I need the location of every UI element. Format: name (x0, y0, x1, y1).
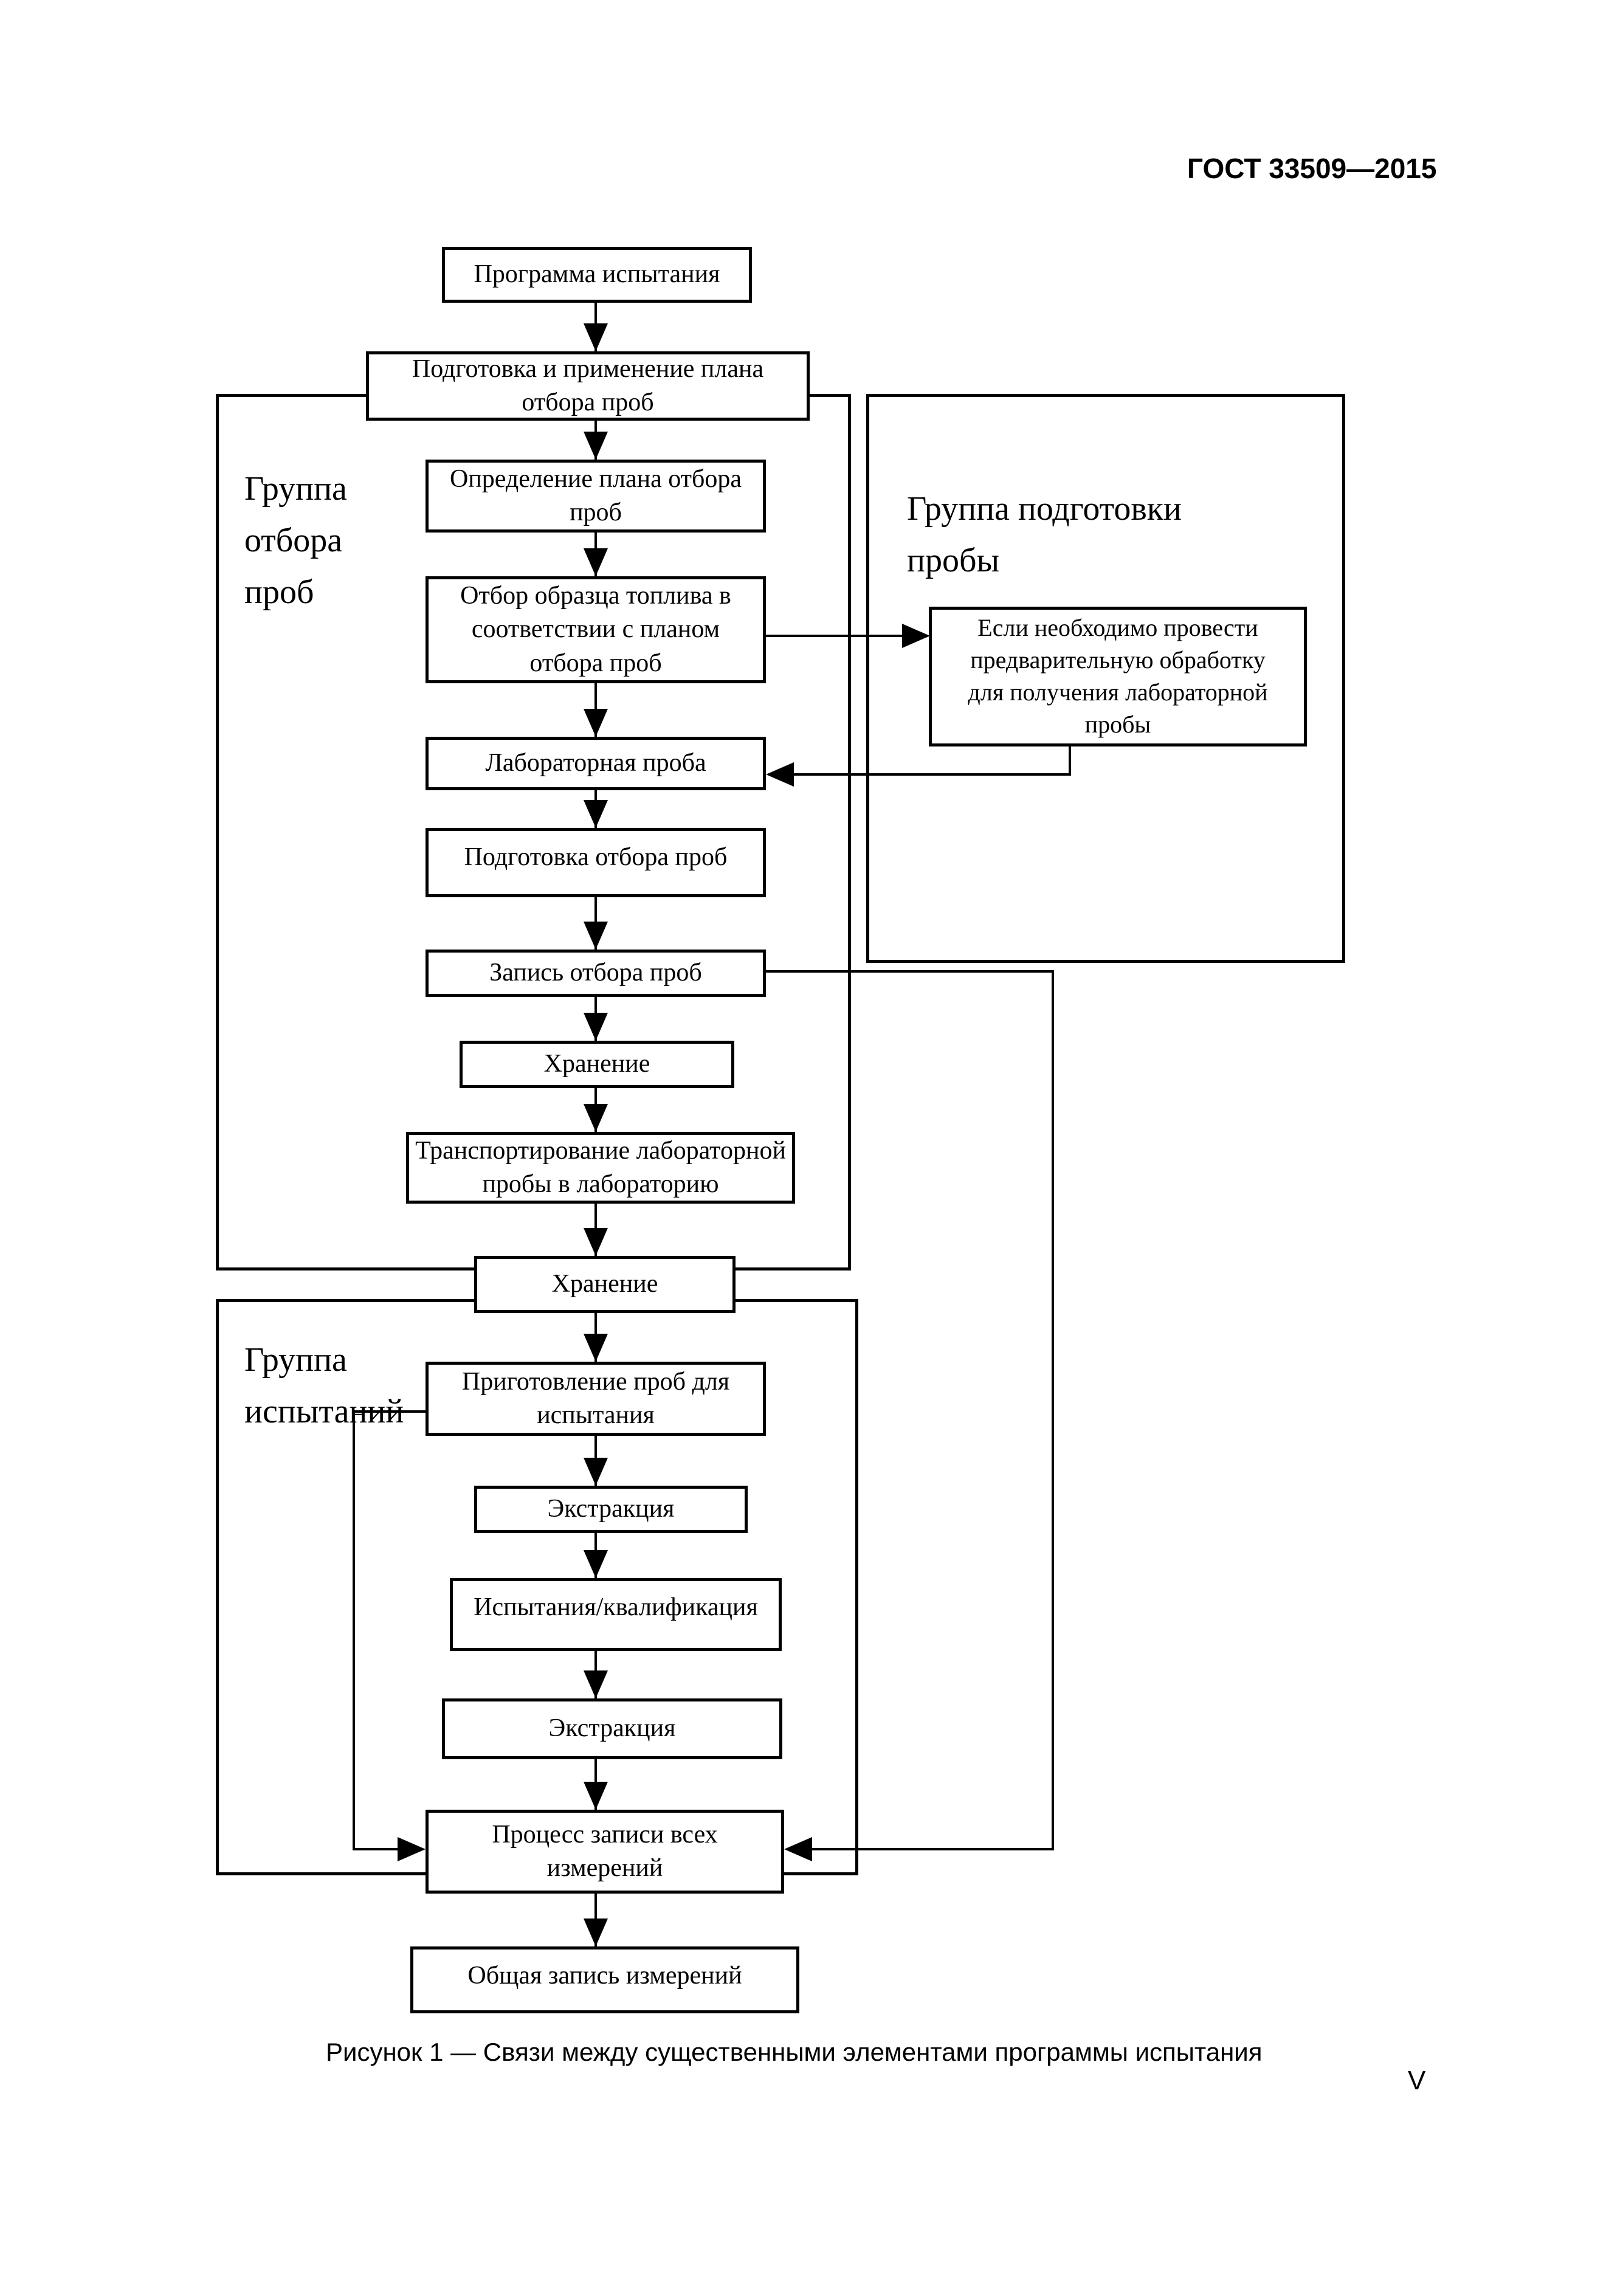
flow-box-total-measurement-record: Общая запись измерений (410, 1946, 799, 2013)
arrowhead-icon (584, 1334, 608, 1362)
arrowhead-icon (584, 1458, 608, 1486)
connector-line-preptest-loop (353, 1410, 426, 1413)
group-label-sample-preparation: Группа подготовки пробы (907, 490, 1182, 580)
flow-box-define-sampling-plan: Определение плана отбора проб (426, 460, 766, 533)
connector-line-record-loop (766, 970, 1054, 973)
flow-box-prepare-apply-plan: Подготовка и применение плана отбора про… (366, 351, 810, 421)
arrowhead-icon (584, 323, 608, 351)
connector-line-to-preprocessing (766, 635, 906, 637)
page-header-standard-number: ГОСТ 33509—2015 (1187, 153, 1437, 184)
arrowhead-icon (584, 1919, 608, 1946)
flow-box-preprocessing-if-needed: Если необходимо провести предварительную… (929, 607, 1307, 746)
arrowhead-icon (584, 1550, 608, 1578)
group-frame-sample-preparation (866, 394, 1345, 963)
flow-box-storage-2: Хранение (474, 1256, 736, 1313)
arrowhead-icon (584, 432, 608, 460)
arrowhead-icon (584, 1782, 608, 1810)
arrowhead-icon (584, 800, 608, 828)
arrowhead-icon (584, 1228, 608, 1256)
flow-box-transport-to-lab: Транспортирование лабораторной пробы в л… (406, 1132, 795, 1204)
arrowhead-icon (584, 548, 608, 576)
flow-box-sampling-record: Запись отбора проб (426, 950, 766, 997)
arrowhead-icon (584, 1670, 608, 1698)
connector-line-from-preprocessing (794, 773, 1071, 776)
arrowhead-icon (784, 1837, 812, 1861)
flow-box-extraction-2: Экстракция (442, 1698, 782, 1759)
connector-line-record-loop (812, 1848, 1054, 1850)
flow-box-sampling-preparation: Подготовка отбора проб (426, 828, 766, 897)
arrowhead-icon (902, 624, 930, 648)
flow-box-test-qualification: Испытания/квалификация (450, 1578, 782, 1651)
arrowhead-icon (584, 922, 608, 950)
flow-box-extraction-1: Экстракция (474, 1486, 748, 1533)
connector-line-preptest-loop (355, 1848, 398, 1850)
flow-box-laboratory-sample: Лабораторная проба (426, 737, 766, 790)
arrowhead-icon (584, 709, 608, 737)
arrowhead-icon (584, 1104, 608, 1132)
arrowhead-icon (398, 1837, 426, 1861)
arrowhead-icon (766, 762, 794, 787)
page-number: V (1408, 2066, 1426, 2095)
flow-box-fuel-sample-selection: Отбор образца топлива в соответствии с п… (426, 576, 766, 683)
flow-box-test-program: Программа испытания (442, 247, 752, 303)
flow-box-storage-1: Хранение (460, 1041, 734, 1088)
group-label-sampling: Группа отбора проб (244, 470, 347, 612)
connector-line-from-preprocessing (1069, 746, 1071, 776)
connector-line-record-loop (1052, 970, 1054, 1850)
arrowhead-icon (584, 1013, 608, 1041)
figure-caption: Рисунок 1 — Связи между существенными эл… (326, 2038, 1263, 2066)
flow-box-measurement-recording-process: Процесс записи всех измерений (426, 1810, 784, 1894)
group-label-testing: Группа испытаний (244, 1341, 404, 1431)
flow-box-test-sample-preparation: Приготовление проб для испытания (426, 1362, 766, 1436)
connector-line-preptest-loop (353, 1410, 355, 1850)
